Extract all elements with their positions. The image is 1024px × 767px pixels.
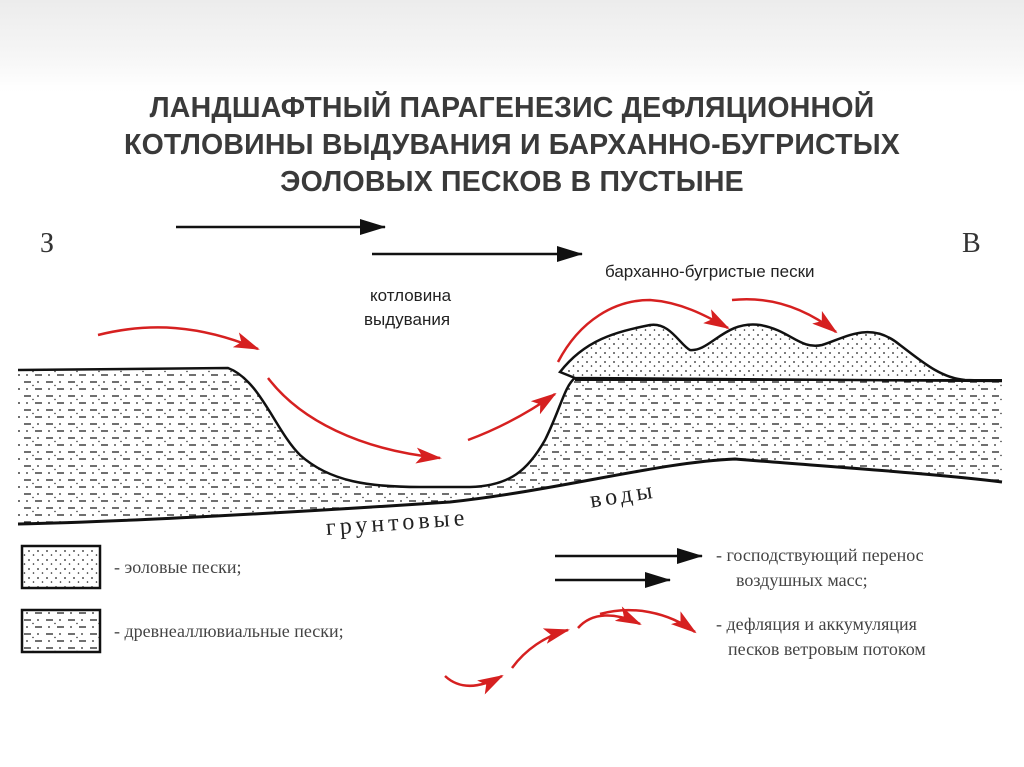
legend-deflation-text-2: песков ветровым потоком bbox=[728, 639, 926, 659]
deflation-arrow-2 bbox=[267, 377, 442, 464]
east-label: В bbox=[962, 228, 981, 259]
deflation-arrow-1 bbox=[97, 326, 260, 351]
legend-deflation-arrow-2 bbox=[510, 628, 570, 669]
legend-deflation-arrow-4 bbox=[599, 608, 697, 634]
legend-deflation-arrow-3 bbox=[577, 606, 642, 629]
legend-transfer-text-1: - господствующий перенос bbox=[716, 545, 924, 565]
legend-alluvial-text: - древнеаллювиальные пески; bbox=[114, 621, 344, 641]
accumulation-arrow-4 bbox=[556, 298, 730, 363]
legend-aeolian-text: - эоловые пески; bbox=[114, 557, 242, 577]
basin-label-line-1: котловина bbox=[370, 286, 452, 305]
legend-deflation-arrow-1 bbox=[444, 674, 504, 695]
title-line-1: ЛАНДШАФТНЫЙ ПАРАГЕНЕЗИС ДЕФЛЯЦИОННОЙ bbox=[149, 92, 875, 124]
alluvial-sands-layer bbox=[18, 368, 1002, 524]
surface-line bbox=[17, 366, 576, 489]
title-line-2: КОТЛОВИНЫ ВЫДУВАНИЯ И БАРХАННО-БУГРИСТЫХ bbox=[123, 129, 901, 161]
legend-deflation-text-1: - дефляция и аккумуляция bbox=[716, 614, 917, 634]
accumulation-arrow-5 bbox=[731, 298, 838, 334]
west-label: З bbox=[40, 228, 55, 259]
top-band bbox=[0, 0, 1024, 92]
legend-transfer-text-2: воздушных масс; bbox=[736, 570, 868, 590]
basin-label-line-2: выдувания bbox=[364, 310, 451, 329]
aeolian-dune-sands bbox=[557, 323, 1003, 383]
legend-swatch-aeolian bbox=[20, 544, 102, 590]
deflation-arrow-3 bbox=[467, 392, 557, 442]
dunes-label: барханно-бугристые пески bbox=[605, 262, 815, 281]
legend-swatch-alluvial bbox=[20, 608, 102, 654]
groundwater-line bbox=[17, 457, 1003, 526]
title-line-3: ЭОЛОВЫХ ПЕСКОВ В ПУСТЫНЕ bbox=[280, 166, 744, 198]
